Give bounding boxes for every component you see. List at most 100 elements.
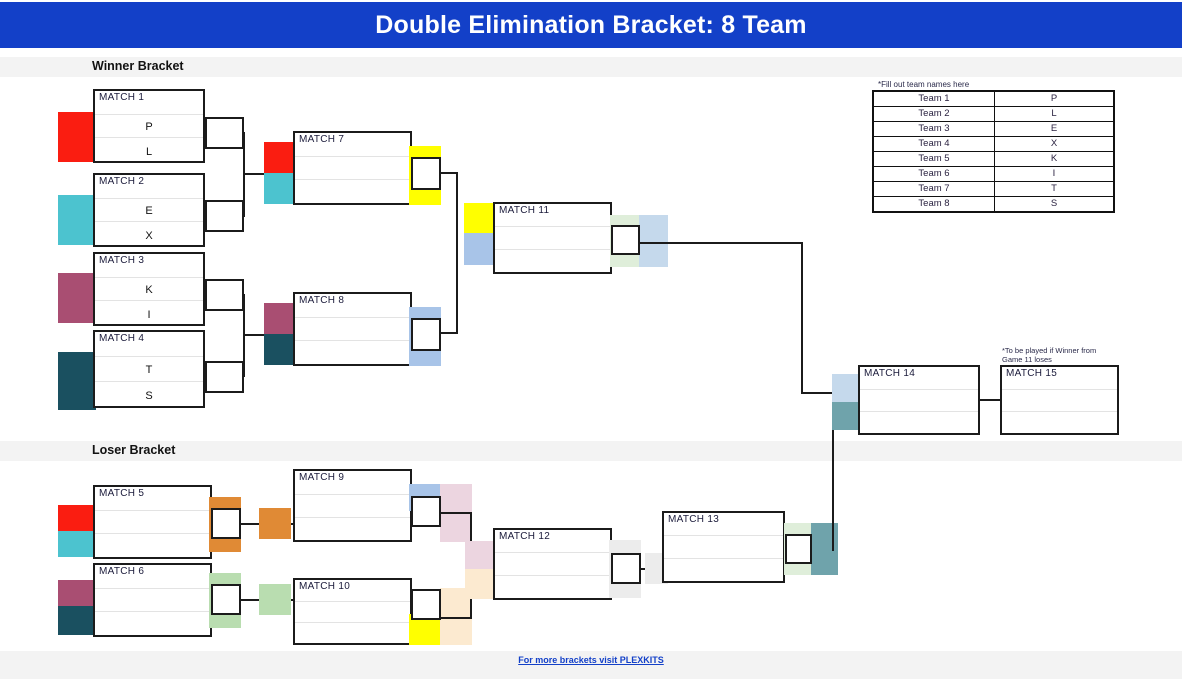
match-7-slot-top[interactable] (295, 157, 410, 181)
match-14-slot-top[interactable] (860, 389, 978, 412)
match-6-slot-top[interactable] (95, 589, 210, 613)
seed-bar-match5-top (58, 505, 96, 531)
match-7-divider-bottom (295, 179, 410, 181)
match-1[interactable]: MATCH 1 P L (93, 89, 205, 163)
match-12-slot-top[interactable] (495, 553, 610, 576)
match-9-slot-bottom[interactable] (295, 519, 410, 543)
match-13-divider-top (664, 535, 783, 537)
table-row[interactable]: Team 7 T (872, 181, 1115, 197)
match-6[interactable]: MATCH 6 (93, 563, 212, 637)
match-5-slot-bottom[interactable] (95, 536, 210, 560)
match-3-slot-top[interactable]: K (145, 284, 153, 296)
match-13[interactable]: MATCH 13 (662, 511, 785, 583)
team-value-2[interactable]: L (994, 106, 1115, 122)
connector-box-match12 (611, 553, 641, 584)
seed-bar-match3 (58, 273, 96, 323)
match-2-slot-bottom[interactable]: X (145, 230, 153, 242)
table-row[interactable]: Team 8 S (872, 196, 1115, 213)
match-8[interactable]: MATCH 8 (293, 292, 412, 366)
table-row[interactable]: Team 1 P (872, 90, 1115, 107)
match-4-label: MATCH 4 (99, 333, 145, 344)
table-row[interactable]: Team 3 E (872, 121, 1115, 137)
page-title-bar: Double Elimination Bracket: 8 Team (0, 2, 1182, 48)
match-11-divider-bottom (495, 248, 610, 250)
plexkits-link[interactable]: For more brackets visit PLEXKITS (518, 655, 664, 665)
feed-bar-match14-top (832, 374, 860, 402)
match-7-slot-bottom[interactable] (295, 182, 410, 206)
feed-bar-match8-top (264, 303, 294, 334)
match-2-divider-top (95, 198, 203, 200)
match-7-divider-top (295, 156, 410, 158)
match-8-slot-top[interactable] (295, 318, 410, 342)
feed-bar-match12-bottom (465, 569, 497, 599)
match-15-slot-bottom[interactable] (1002, 412, 1117, 435)
match-7[interactable]: MATCH 7 (293, 131, 412, 205)
match-8-divider-top (295, 317, 410, 319)
team-table[interactable]: Team 1 P Team 2 L Team 3 E Team 4 X Team… (872, 90, 1115, 213)
match-15[interactable]: MATCH 15 (1000, 365, 1119, 435)
match-5-divider-top (95, 510, 210, 512)
match-10[interactable]: MATCH 10 (293, 578, 412, 645)
match-1-slot-top[interactable]: P (145, 121, 153, 133)
team-value-1[interactable]: P (994, 90, 1115, 107)
match-12[interactable]: MATCH 12 (493, 528, 612, 600)
match-6-slot-bottom[interactable] (95, 614, 210, 638)
match-10-slot-top[interactable] (295, 602, 410, 624)
match-9-slot-top[interactable] (295, 495, 410, 519)
match-4[interactable]: MATCH 4 T S (93, 330, 205, 408)
match-11-slot-top[interactable] (495, 227, 610, 250)
match-8-slot-bottom[interactable] (295, 343, 410, 367)
match-9[interactable]: MATCH 9 (293, 469, 412, 542)
match-10-slot-bottom[interactable] (295, 624, 410, 646)
team-value-8[interactable]: S (994, 196, 1115, 213)
connector-box-match13 (785, 534, 812, 564)
connector-box-match1 (205, 117, 244, 149)
connector-box-match11 (611, 225, 640, 255)
match-2-label: MATCH 2 (99, 176, 145, 187)
match-6-label: MATCH 6 (99, 566, 145, 577)
match-3-slot-bottom[interactable]: I (147, 309, 151, 321)
feed-bar-match14-bottom (832, 402, 860, 430)
match-13-slot-bottom[interactable] (664, 560, 783, 583)
team-value-4[interactable]: X (994, 136, 1115, 152)
match-14-slot-bottom[interactable] (860, 412, 978, 435)
feed-bar-match8-bottom (264, 334, 294, 365)
match-5[interactable]: MATCH 5 (93, 485, 212, 559)
connector-box-match2 (205, 200, 244, 232)
match-1-slot-bottom[interactable]: L (145, 146, 153, 158)
match-13-divider-bottom (664, 557, 783, 559)
connector-box-match3 (205, 279, 244, 311)
table-row[interactable]: Team 2 L (872, 106, 1115, 122)
feed-bar-match10-top (259, 584, 291, 615)
team-value-7[interactable]: T (994, 181, 1115, 197)
loser-bracket-band: Loser Bracket (0, 441, 1182, 461)
team-label-1: Team 1 (872, 90, 995, 107)
table-row[interactable]: Team 5 K (872, 151, 1115, 167)
match-5-slot-top[interactable] (95, 511, 210, 535)
match-12-slot-bottom[interactable] (495, 577, 610, 600)
match-3-label: MATCH 3 (99, 255, 145, 266)
match-5-divider-bottom (95, 533, 210, 535)
match-11-divider-top (495, 226, 610, 228)
match-8-divider-bottom (295, 340, 410, 342)
match-11[interactable]: MATCH 11 (493, 202, 612, 274)
table-row[interactable]: Team 4 X (872, 136, 1115, 152)
match-2[interactable]: MATCH 2 E X (93, 173, 205, 247)
match-4-slot-bottom[interactable]: S (145, 389, 153, 402)
line-m13-to-m14-vertical (832, 418, 834, 551)
match-3[interactable]: MATCH 3 K I (93, 252, 205, 326)
match-15-slot-top[interactable] (1002, 389, 1117, 412)
feed-bar-match7-bottom (264, 173, 294, 204)
match-4-slot-top[interactable]: T (145, 363, 153, 376)
team-value-6[interactable]: I (994, 166, 1115, 182)
match-13-slot-top[interactable] (664, 536, 783, 559)
match-2-slot-top[interactable]: E (145, 205, 153, 217)
match-11-slot-bottom[interactable] (495, 251, 610, 274)
table-row[interactable]: Team 6 I (872, 166, 1115, 182)
match-14-divider-bottom (860, 410, 978, 412)
output-bar-match11-blue (639, 215, 668, 267)
team-label-8: Team 8 (872, 196, 995, 213)
team-value-5[interactable]: K (994, 151, 1115, 167)
match-14[interactable]: MATCH 14 (858, 365, 980, 435)
team-value-3[interactable]: E (994, 121, 1115, 137)
